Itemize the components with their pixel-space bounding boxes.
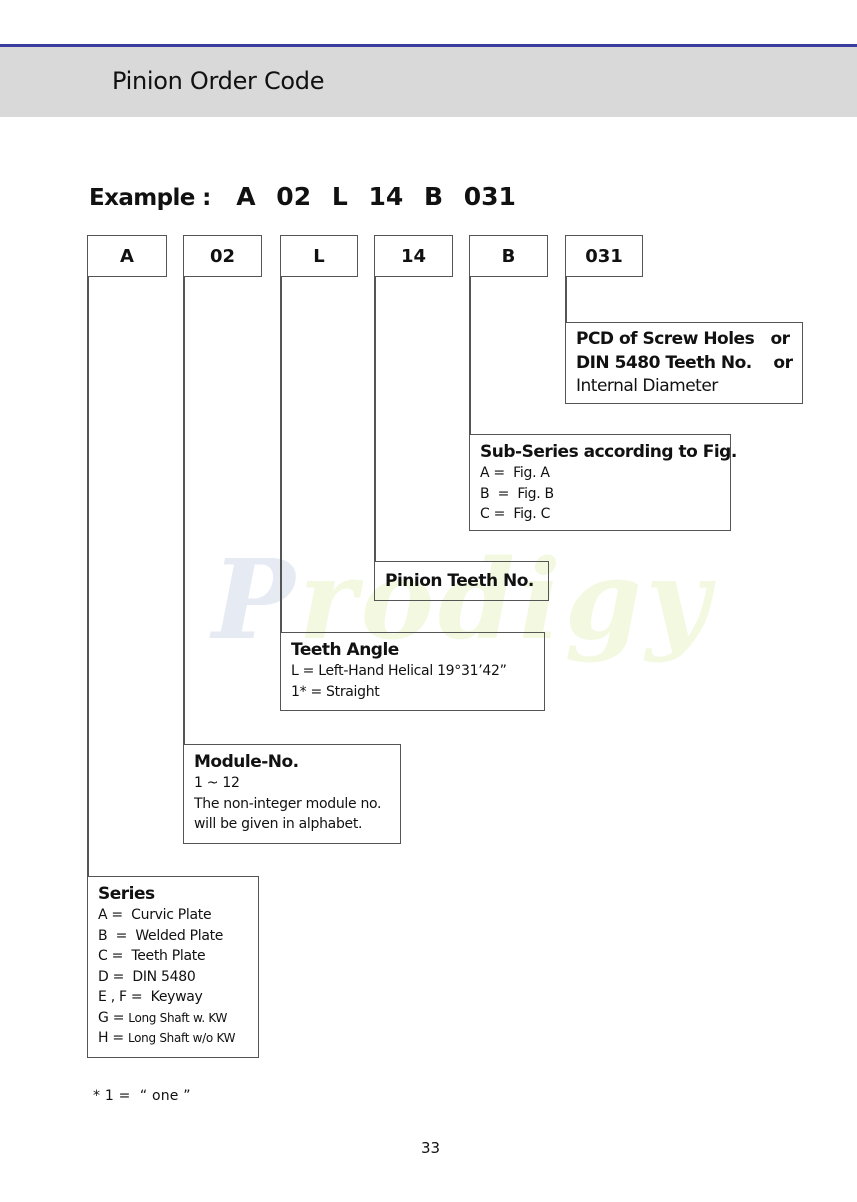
sub-series-title: Sub-Series according to Fig. <box>480 442 737 462</box>
example-code-value: A 02 L 14 B 031 <box>236 182 528 211</box>
pcd-line: DIN 5480 Teeth No. or <box>576 352 793 373</box>
series-title: Series <box>98 884 155 904</box>
example-label: Example : <box>89 185 211 211</box>
series-value: Long Shaft w. KW <box>128 1010 228 1025</box>
pcd-line: PCD of Screw Holes or <box>576 329 790 349</box>
pinion-teeth-description-box: Pinion Teeth No. <box>374 561 549 601</box>
code-part: B <box>423 182 444 211</box>
footnote: * 1 = “ one ” <box>93 1088 191 1104</box>
code-box-teeth-angle: L <box>280 235 358 277</box>
connector-module <box>183 277 185 744</box>
pcd-description-box: PCD of Screw Holes or DIN 5480 Teeth No.… <box>565 322 803 404</box>
series-line: G = Long Shaft w. KW <box>98 1008 248 1029</box>
header-band <box>0 47 857 117</box>
teeth-angle-line: 1* = Straight <box>291 683 380 700</box>
code-box-pcd: 031 <box>565 235 643 277</box>
series-line: B = Welded Plate <box>98 927 224 944</box>
header-rule <box>0 44 857 47</box>
series-description-box: Series A = Curvic Plate B = Welded Plate… <box>87 876 259 1058</box>
sub-series-description-box: Sub-Series according to Fig. A = Fig. A … <box>469 434 737 531</box>
pcd-line: Internal Diameter <box>576 376 718 396</box>
code-part: A <box>236 182 256 211</box>
series-line: A = Curvic Plate <box>98 907 212 923</box>
teeth-angle-title: Teeth Angle <box>291 640 399 660</box>
series-value: Long Shaft w/o KW <box>127 1031 236 1045</box>
pinion-teeth-title: Pinion Teeth No. <box>385 571 534 591</box>
code-part: 02 <box>276 182 312 211</box>
series-line: E , F = Keyway <box>98 989 203 1005</box>
sub-series-line: B = Fig. B <box>480 485 554 502</box>
series-line: D = DIN 5480 <box>98 968 196 985</box>
connector-teeth-angle <box>280 277 282 633</box>
connector-teeth-no <box>374 277 376 562</box>
teeth-angle-description-box: Teeth Angle L = Left-Hand Helical 19°31’… <box>280 632 545 711</box>
code-part: L <box>331 182 348 211</box>
series-key: G = <box>98 1009 129 1026</box>
page-title: Pinion Order Code <box>112 67 325 95</box>
teeth-angle-line: L = Left-Hand Helical 19°31’42” <box>291 663 507 679</box>
series-line: H = Long Shaft w/o KW <box>98 1028 248 1049</box>
page-number: 33 <box>421 1139 441 1157</box>
connector-series <box>87 277 89 876</box>
code-box-series: A <box>87 235 167 277</box>
sub-series-line: C = Fig. C <box>480 506 551 522</box>
series-key: H = <box>98 1030 128 1046</box>
series-line: C = Teeth Plate <box>98 948 206 964</box>
code-part: 14 <box>368 182 404 211</box>
code-box-module: 02 <box>183 235 262 277</box>
module-line: The non-integer module no. <box>194 795 382 812</box>
code-box-teeth-no: 14 <box>374 235 453 277</box>
sub-series-line: A = Fig. A <box>480 465 550 481</box>
module-title: Module-No. <box>194 752 299 772</box>
connector-pcd <box>565 277 567 323</box>
module-description-box: Module-No. 1 ~ 12 The non-integer module… <box>183 744 401 844</box>
module-line: will be given in alphabet. <box>194 816 363 832</box>
module-line: 1 ~ 12 <box>194 775 240 791</box>
connector-sub-series <box>469 277 471 435</box>
example-code: Example : A 02 L 14 B 031 <box>89 182 528 211</box>
code-box-sub-series: B <box>469 235 548 277</box>
code-part: 031 <box>463 182 516 211</box>
